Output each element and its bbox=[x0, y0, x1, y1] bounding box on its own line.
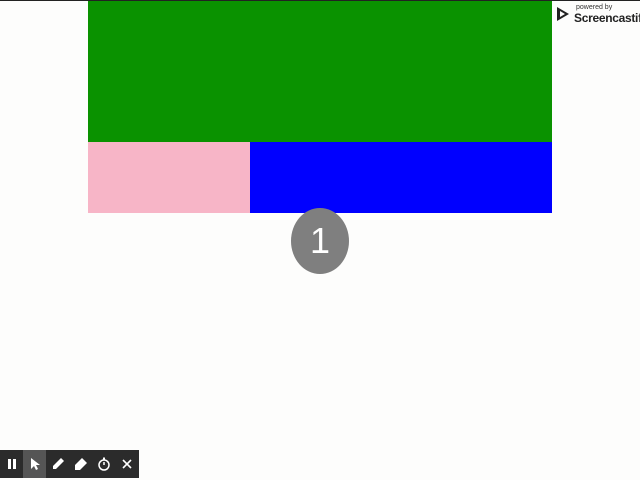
pen-tool-button[interactable] bbox=[46, 450, 69, 478]
pause-button[interactable] bbox=[0, 450, 23, 478]
countdown-number: 1 bbox=[309, 220, 331, 261]
powered-by-text: powered by bbox=[576, 4, 613, 11]
timer-tool-button[interactable] bbox=[92, 450, 115, 478]
pen-icon bbox=[52, 458, 64, 469]
green-block bbox=[88, 1, 552, 142]
screencastify-watermark: powered by Screencastify bbox=[554, 2, 640, 26]
timer-icon bbox=[97, 457, 110, 471]
recording-toolbar bbox=[0, 450, 139, 478]
close-toolbar-button[interactable] bbox=[115, 450, 138, 478]
eraser-tool-button[interactable] bbox=[69, 450, 92, 478]
top-border bbox=[0, 0, 640, 1]
cursor-icon bbox=[30, 458, 40, 470]
pink-block bbox=[88, 142, 250, 213]
cursor-tool-button[interactable] bbox=[23, 450, 46, 478]
pause-icon bbox=[7, 459, 16, 469]
close-icon bbox=[121, 459, 132, 469]
countdown-badge: 1 bbox=[291, 208, 349, 274]
screencastify-logo-icon bbox=[557, 7, 569, 21]
brand-name: Screencastify bbox=[574, 11, 640, 25]
eraser-icon bbox=[74, 458, 87, 470]
blue-block bbox=[250, 142, 552, 213]
